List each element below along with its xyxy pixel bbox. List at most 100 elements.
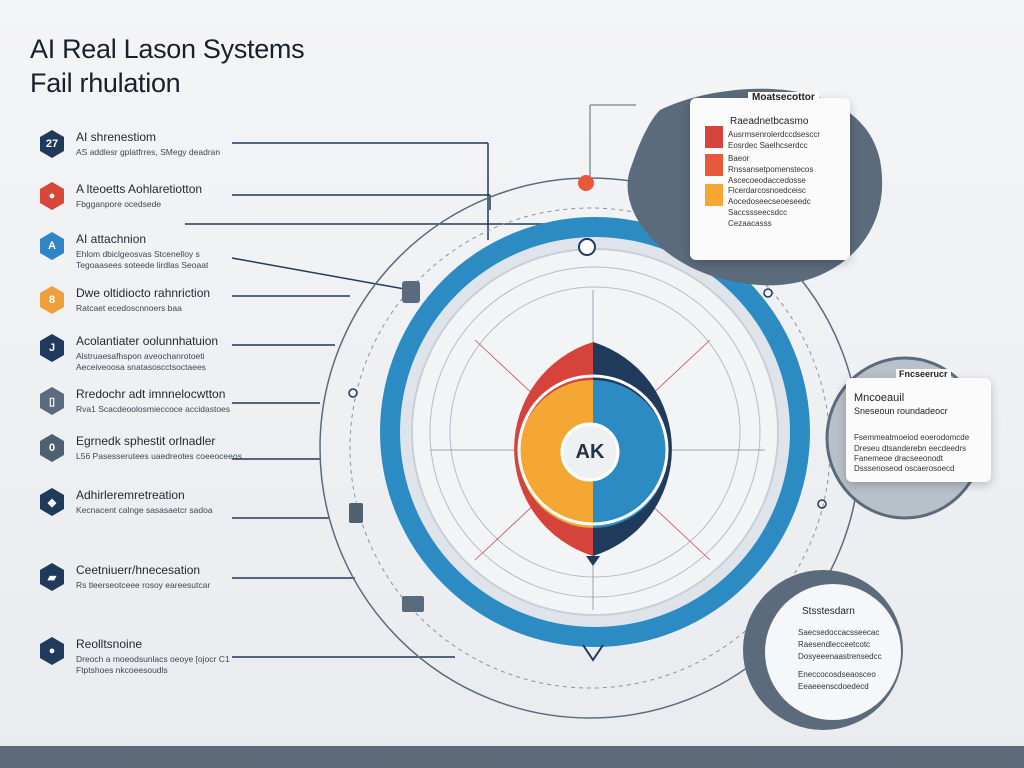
box-icon: 8 [40, 286, 64, 314]
item-desc: Alstruaesafhspon aveochanrotoeti [76, 351, 205, 361]
flag-icon: ▰ [40, 563, 64, 591]
diamond-icon: ◆ [40, 488, 64, 516]
item-desc: L56 Pasesserutees uaedreotes coeeoceeos [76, 451, 242, 461]
callout-top-title: Raeadnetbcasmo [730, 116, 809, 127]
letter-a-icon: A [40, 232, 64, 260]
list-item[interactable]: 8 Dwe oltidiocto rahnriction Ratcaet ece… [40, 286, 240, 326]
item-label: Acolantiater oolunnhatuion [76, 334, 219, 348]
callout-line: Fsemmeatmoeiod eoerodomcde [854, 433, 970, 442]
list-item[interactable]: ▰ Ceetniuerr/hnecesation Rs tleerseotcee… [40, 563, 240, 603]
icon-glyph: 0 [48, 442, 56, 454]
icon-glyph: ● [48, 645, 56, 657]
item-label: Reolltsnoine [76, 637, 143, 651]
page-title: AI Real Lason Systems Fail rhulation [30, 32, 305, 100]
marker-arrow-center [586, 556, 600, 566]
swatch-coral [705, 154, 723, 176]
quadrant-blue [593, 380, 667, 528]
ring-markers [348, 175, 827, 662]
marker-pin-top [578, 175, 594, 191]
item-desc: Dreoch a moeodsunlacs oeoye [ojocr C1 [76, 654, 230, 664]
guide-ring-2 [449, 286, 741, 578]
callout-line: Rnssansetpomenstecos [728, 165, 814, 174]
marker-box [402, 596, 424, 612]
callout-top[interactable]: Moatsecottor Raeadnetbcasmo Ausrmsenrole… [690, 92, 850, 260]
item-desc-2: Ftptshoes nkcoeesoudls [76, 665, 168, 675]
item-label: AI shrenestiom [76, 130, 157, 144]
connector-lines [185, 104, 636, 658]
swatch-orange [705, 184, 723, 206]
shield-icon: ● [40, 182, 64, 210]
callout-line: Saccssseecsdcc [728, 208, 788, 217]
lock-icon: 0 [40, 434, 64, 462]
item-desc-2: Tegoaasees soteede lirdlas Seoaat [76, 260, 209, 270]
callout-line: Cezaacasss [728, 219, 772, 228]
list-item[interactable]: A AI attachnion Ehlom dbiclgeosvas Stcen… [40, 232, 240, 272]
icon-glyph: 8 [48, 294, 56, 306]
callout-line: Dosyeeenaastrensedcc [798, 652, 882, 661]
pin-icon: ● [40, 637, 64, 665]
swatch-red [705, 126, 723, 148]
item-label: Dwe oltidiocto rahnriction [76, 286, 211, 300]
callout-bottom[interactable]: Stsstesdarn Saecsedoccacsseecac Raesendl… [780, 600, 890, 700]
callout-line: Ausrmsenrolerdccdsesccr [728, 130, 821, 139]
list-item[interactable]: ◆ Adhirleremretreation Kecnacent calnge … [40, 488, 240, 528]
connector-3b [231, 257, 411, 291]
callout-line: Baeor [728, 154, 750, 163]
item-label: AI attachnion [76, 232, 147, 246]
bottom-bar [0, 746, 1024, 768]
marker-lock [402, 281, 420, 303]
callout-mid-sub: Sneseoun roundadeocr [854, 406, 948, 416]
quadrant-orange [519, 380, 593, 528]
callout-line: Raesendlecceetcotc [798, 640, 871, 649]
item-desc: Rva1 Scacdeoolosmieccoce accidastoes [76, 404, 231, 414]
list-item[interactable]: J Acolantiater oolunnhatuion Alstruaesaf… [40, 334, 240, 374]
callout-line: Aocedoseecseoeseedc [728, 197, 811, 206]
marker-dot-right2 [817, 499, 827, 509]
list-item[interactable]: ● Reolltsnoine Dreoch a moeodsunlacs oeo… [40, 637, 240, 677]
item-desc: Ehlom dbiclgeosvas Stcenelloy s [76, 249, 200, 259]
item-desc: Rs tleerseotceee rosoy eareesutcar [76, 580, 211, 590]
item-label: A lteoetts Aohlaretiotton [76, 182, 203, 196]
marker-top [578, 238, 596, 256]
callout-line: Fanemeoe dracseeonodt [854, 454, 943, 463]
icon-glyph: 27 [45, 138, 59, 150]
icon-glyph: J [48, 342, 56, 354]
list-item[interactable]: ▯ Rredochr adt imnnelocwtton Rva1 Scacde… [40, 387, 240, 427]
marker-arrow-bottom [582, 644, 604, 662]
list-item[interactable]: 0 Egrnedk sphestit orlnadler L56 Pasesse… [40, 434, 242, 474]
list-item[interactable]: 27 AI shrenestiom AS addlesr gplatfrres,… [40, 130, 240, 170]
item-label: Egrnedk sphestit orlnadler [76, 434, 216, 448]
letter-j-icon: J [40, 334, 64, 362]
item-desc: AS addlesr gplatfrres, SMegy deadran [76, 147, 221, 157]
marker-dot-right [763, 288, 773, 298]
callout-line: Flcerdarcosnoedceisc [728, 186, 806, 195]
icon-glyph: ● [48, 190, 56, 202]
item-label: Adhirleremretreation [76, 488, 185, 502]
icon-glyph: A [48, 240, 56, 252]
callout-top-header: Moatsecottor [748, 92, 819, 103]
marker-tag [349, 503, 363, 523]
callout-line: Dsssenoseod oscaerosoecd [854, 464, 955, 473]
title-line-1: AI Real Lason Systems [30, 34, 305, 64]
number-icon: 27 [40, 130, 64, 158]
item-desc-2: Aeceiveoosa snatasoscctsoctaees [76, 362, 206, 372]
callout-line: Eeaeeenscdoedecd [798, 682, 869, 691]
list-item[interactable]: ● A lteoetts Aohlaretiotton Fbgganpore o… [40, 182, 240, 222]
callout-mid-header: Fncseerucr [896, 369, 951, 379]
callout-mid-title: Mncoeauil [854, 392, 905, 404]
blob-bottom-inner [765, 584, 901, 720]
icon-glyph: ▯ [48, 395, 56, 408]
icon-glyph: ◆ [47, 496, 57, 509]
item-desc: Kecnacent calnge sasasaetcr sadoa [76, 505, 213, 515]
doc-icon: ▯ [40, 387, 64, 415]
callout-bottom-title: Stsstesdarn [802, 606, 855, 617]
callout-line: Saecsedoccacsseecac [798, 628, 880, 637]
title-line-2: Fail rhulation [30, 68, 181, 98]
icon-glyph: ▰ [47, 571, 57, 584]
center-label: AK [575, 441, 605, 463]
callout-mid[interactable]: Fncseerucr Mncoeauil Sneseoun roundadeoc… [846, 369, 991, 482]
center-disc [560, 422, 620, 482]
item-label: Rredochr adt imnnelocwtton [76, 387, 226, 401]
marker-dot-left [348, 388, 358, 398]
